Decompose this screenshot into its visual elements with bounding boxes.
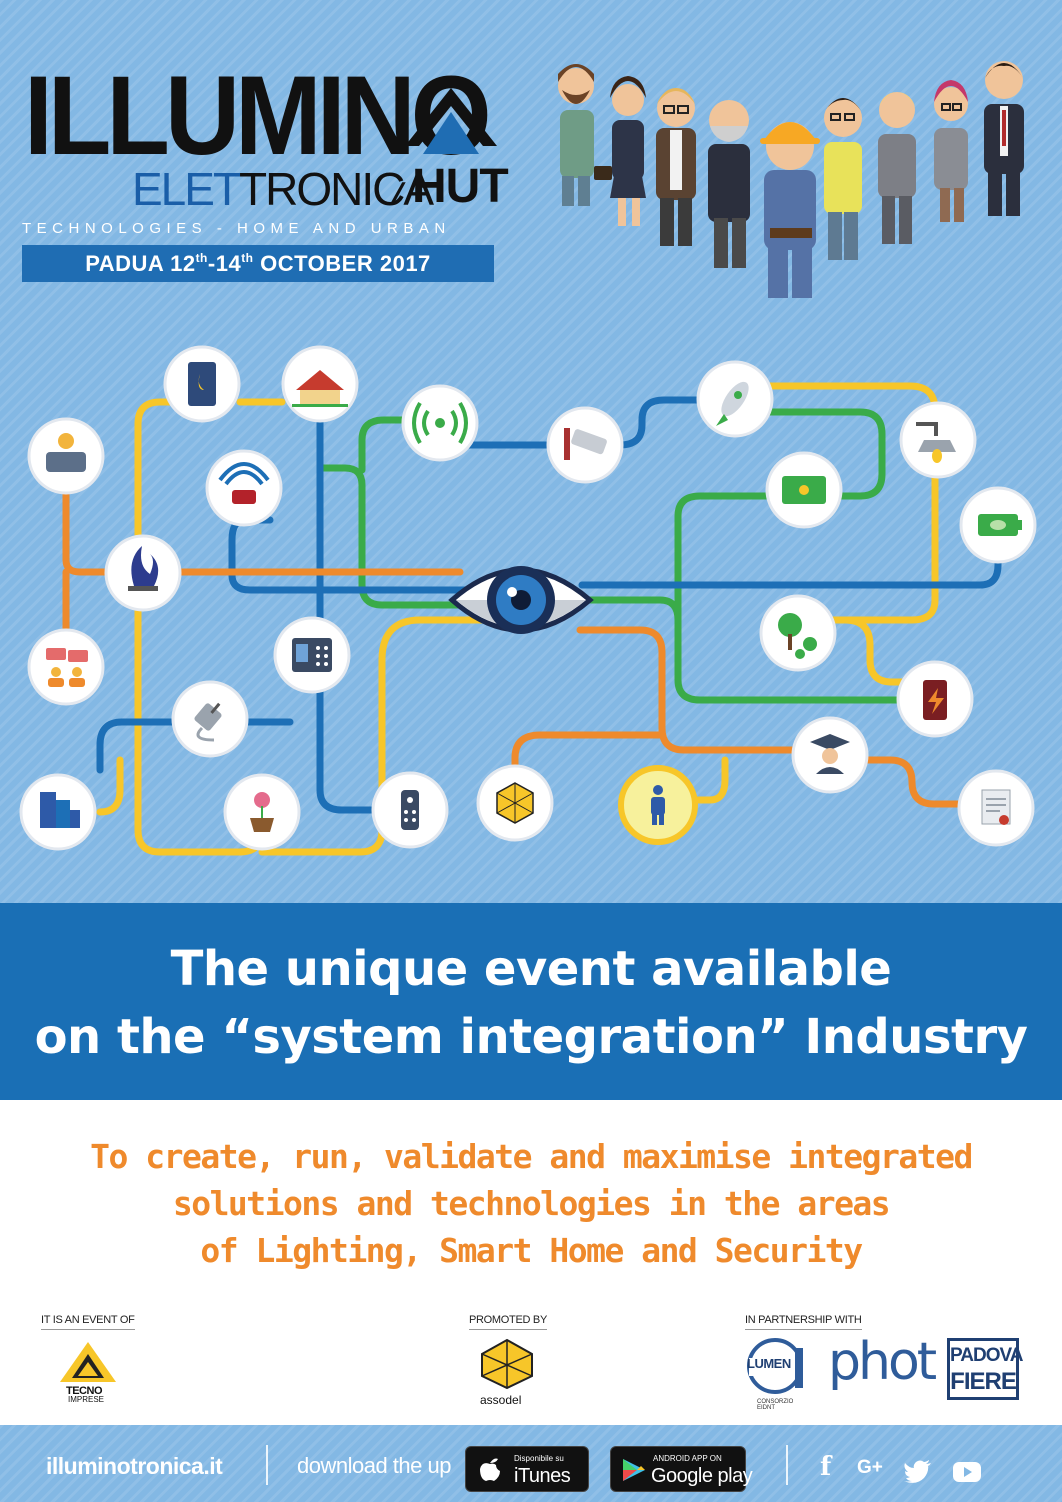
person-blonde-icon (878, 92, 916, 244)
apple-icon (480, 1458, 500, 1481)
assodel-text: assodel (480, 1393, 522, 1407)
logo-elettronica: ELETTRONICA (132, 163, 434, 215)
logo-illumino: ILLUMINO (24, 53, 492, 179)
flower-pot-icon (223, 773, 301, 851)
alarm-siren-icon (205, 449, 283, 527)
padova-fiere-logo: PADOVA FIERE (947, 1338, 1023, 1400)
google-small-text: ANDROID APP ON (653, 1454, 722, 1463)
youtube-icon[interactable] (953, 1457, 981, 1487)
chat-people-icon (27, 628, 105, 706)
buildings-icon (19, 773, 97, 851)
person-glasses-icon (656, 88, 696, 246)
trees-icon (759, 594, 837, 672)
lumen-logo: LUMEN CONSORZIO EIDNT (745, 1338, 807, 1411)
person-lamp-icon (27, 417, 105, 495)
wifi-signal-icon (401, 384, 479, 462)
google-play-button[interactable]: ANDROID APP ON Google play (610, 1446, 753, 1492)
plug-icon (171, 680, 249, 758)
event-of-title: IT IS AN EVENT OF (41, 1314, 135, 1330)
security-camera-icon (546, 406, 624, 484)
person-bald-icon (708, 100, 750, 268)
itunes-button[interactable]: Disponibile su iTunes (465, 1446, 589, 1492)
street-lamp-icon (899, 401, 977, 479)
graduate-icon (791, 716, 869, 794)
battery-icon (896, 660, 974, 738)
headline-line-2: on the “system integration” Industry (34, 1009, 1028, 1065)
tecnoimprese-triangle-icon (60, 1342, 116, 1382)
facebook-icon[interactable]: f (820, 1452, 832, 1482)
logo-hut: HUT (412, 160, 509, 213)
remote-control-icon (371, 771, 449, 849)
tecnoimprese-text-2: IMPRESE (68, 1395, 105, 1404)
website-link[interactable]: illuminotronica.it (46, 1453, 223, 1479)
twitter-icon[interactable] (904, 1456, 932, 1486)
lumen-text: LUMEN (747, 1356, 791, 1371)
network-diagram (19, 345, 1037, 856)
tecnoimprese-logo: TECNO IMPRESE (58, 1340, 118, 1404)
rocket-icon (696, 360, 774, 438)
house-icon (281, 345, 359, 423)
google-play-icon (623, 1459, 645, 1481)
flame-logo-icon (104, 534, 182, 612)
person-worker-icon (760, 122, 820, 298)
person-bearded-icon (558, 64, 594, 206)
battery-leaf-icon (959, 486, 1037, 564)
control-panel-icon (273, 616, 351, 694)
people-illustration (558, 61, 1024, 298)
phot-logo: phot (828, 1332, 937, 1392)
document-icon (957, 769, 1035, 847)
hut-roof-icon (405, 88, 497, 154)
partnership-title: IN PARTNERSHIP WITH (745, 1314, 862, 1330)
tagline: TECHNOLOGIES - HOME AND URBAN (22, 220, 451, 237)
smartphone-icon (163, 345, 241, 423)
lumen-sub: CONSORZIO EIDNT (757, 1399, 794, 1411)
itunes-small-text: Disponibile su (514, 1454, 564, 1463)
event-dates: PADUA 12th-14th OCTOBER 2017 (22, 245, 494, 282)
eye-icon (448, 566, 594, 634)
person-pink-hair-icon (934, 80, 968, 222)
man-icon (618, 765, 698, 845)
footer-divider (266, 1445, 268, 1485)
headline-band: The unique event available on the “syste… (0, 903, 1062, 1100)
promoted-by-title: PROMOTED BY (469, 1314, 547, 1330)
tecnoimprese-text-1: TECNO (66, 1385, 103, 1397)
description-line-3: of Lighting, Smart Home and Security (200, 1231, 863, 1270)
person-woman-icon (594, 76, 646, 226)
lumen-ring-icon (747, 1338, 803, 1394)
download-text: download the up (297, 1453, 451, 1478)
description: To create, run, validate and maximise in… (0, 1133, 1062, 1274)
assodel-logo: assodel (476, 1338, 538, 1407)
footer: illuminotronica.it download the up Dispo… (0, 1425, 1062, 1502)
circuit-board-icon (765, 451, 843, 529)
hero-section: ILLUMINO ELETTRONICA / HUT TECHNOLOGIES … (0, 0, 1062, 903)
description-line-1: To create, run, validate and maximise in… (90, 1137, 973, 1176)
footer-divider (786, 1445, 788, 1485)
hexagon-logo-icon (476, 764, 554, 842)
headline-line-1: The unique event available (170, 941, 892, 997)
padova-text: PADOVA (950, 1345, 1023, 1366)
fiere-text: FIERE (950, 1368, 1017, 1395)
google-plus-icon[interactable]: G+ (857, 1457, 883, 1478)
description-line-2: solutions and technologies in the areas (172, 1184, 891, 1223)
person-yellow-icon (824, 98, 862, 260)
google-play-label: Google play (651, 1465, 753, 1487)
person-suit-icon (984, 61, 1024, 216)
itunes-label: iTunes (514, 1465, 571, 1487)
assodel-hexagon-icon (481, 1338, 533, 1390)
